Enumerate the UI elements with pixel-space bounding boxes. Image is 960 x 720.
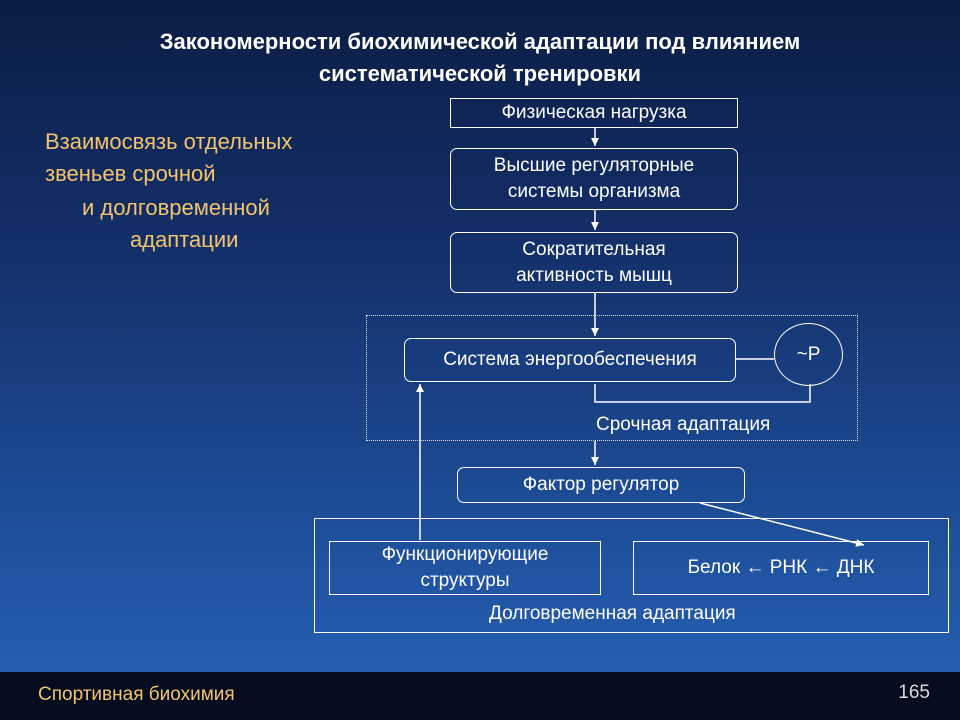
regulator-factor-box: Фактор регулятор: [457, 467, 745, 503]
long-term-adaptation-label: Долговременная адаптация: [489, 603, 736, 624]
protein-synthesis-chain: Белок ← РНК ← ДНК: [687, 557, 875, 578]
slide-title: Закономерности биохимической адаптации п…: [40, 26, 920, 90]
protein-synthesis-box: Белок ← РНК ← ДНК: [633, 541, 929, 595]
energy-supply-system-box: Система энергообеспечения: [404, 338, 736, 382]
physical-load-box: Физическая нагрузка: [450, 98, 738, 128]
slide-title-line-1: Закономерности биохимической адаптации п…: [159, 29, 801, 54]
atp-symbol: ~Р: [796, 343, 821, 365]
urgent-adaptation-label: Срочная адаптация: [596, 414, 771, 435]
side-caption-line-2: звеньев срочной: [45, 161, 216, 186]
arrow-factor-to-dna: [699, 502, 865, 547]
higher-systems-line-1: Высшие регуляторные: [493, 155, 695, 176]
slide-title-line-2: систематической тренировки: [318, 61, 642, 86]
footer-title: Спортивная биохимия: [38, 684, 235, 705]
footer-bar: [0, 672, 960, 720]
higher-regulatory-systems-box: Высшие регуляторные системы организма: [450, 148, 738, 210]
page-number: 165: [898, 682, 930, 703]
side-caption-line-1: Взаимосвязь отдельных: [45, 129, 293, 154]
connector-atp-loop: [594, 384, 811, 403]
atp-circle: ~Р: [774, 323, 843, 386]
functional-structures-box: Функционирующие структуры: [329, 541, 601, 595]
higher-systems-line-2: системы организма: [507, 181, 681, 202]
physical-load-label: Физическая нагрузка: [501, 102, 687, 123]
regulator-factor-label: Фактор регулятор: [522, 474, 680, 495]
side-caption-line-4: адаптации: [130, 227, 239, 252]
long-term-adaptation-frame: [314, 518, 949, 633]
functional-structures-line-2: структуры: [420, 570, 510, 591]
functional-structures-line-1: Функционирующие: [381, 544, 549, 565]
energy-supply-system-label: Система энергообеспечения: [443, 349, 697, 370]
muscle-activity-line-2: активность мышц: [516, 264, 672, 286]
muscle-activity-line-1: Сократительная: [522, 238, 666, 260]
muscle-activity-box: Сократительная активность мышц: [450, 232, 738, 293]
urgent-adaptation-frame: [366, 315, 858, 441]
side-caption-line-3: и долговременной: [82, 195, 270, 220]
